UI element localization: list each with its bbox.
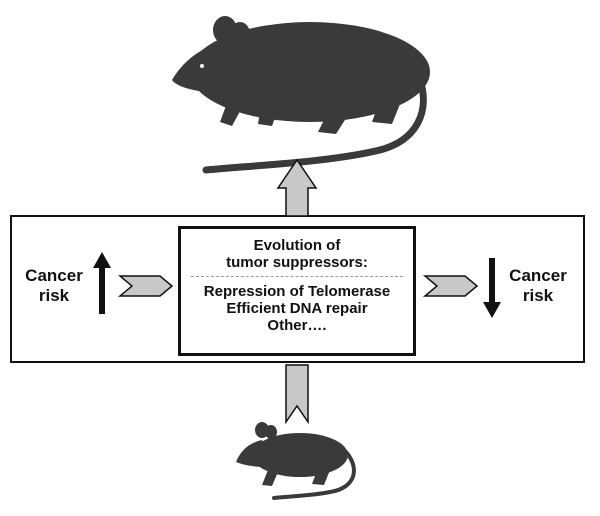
left-label-line2: risk xyxy=(38,286,70,305)
heading-line2: tumor suppressors: xyxy=(226,254,368,271)
box-heading: Evolution of tumor suppressors: xyxy=(181,229,413,271)
mechanism-item: Other…. xyxy=(267,317,327,334)
right-chevron-arrow xyxy=(422,275,479,297)
left-chevron-arrow xyxy=(117,275,174,297)
mechanism-item: Repression of Telomerase xyxy=(203,283,391,300)
up-arrow-from-small-rat xyxy=(285,364,309,425)
dashed-divider xyxy=(191,276,403,277)
up-arrow-to-large-rat xyxy=(276,158,318,217)
right-cancer-risk-label: Cancer risk xyxy=(498,266,578,306)
heading-line1: Evolution of xyxy=(253,237,341,254)
right-label-line1: Cancer xyxy=(509,266,567,285)
left-cancer-risk-label: Cancer risk xyxy=(14,266,94,306)
arrow-up-icon xyxy=(93,252,111,314)
tumor-suppressors-box: Evolution of tumor suppressors: Repressi… xyxy=(178,226,416,356)
left-label-line1: Cancer xyxy=(25,266,83,285)
right-label-line2: risk xyxy=(522,286,554,305)
mechanism-item: Efficient DNA repair xyxy=(226,300,368,317)
arrow-down-icon xyxy=(483,258,501,318)
